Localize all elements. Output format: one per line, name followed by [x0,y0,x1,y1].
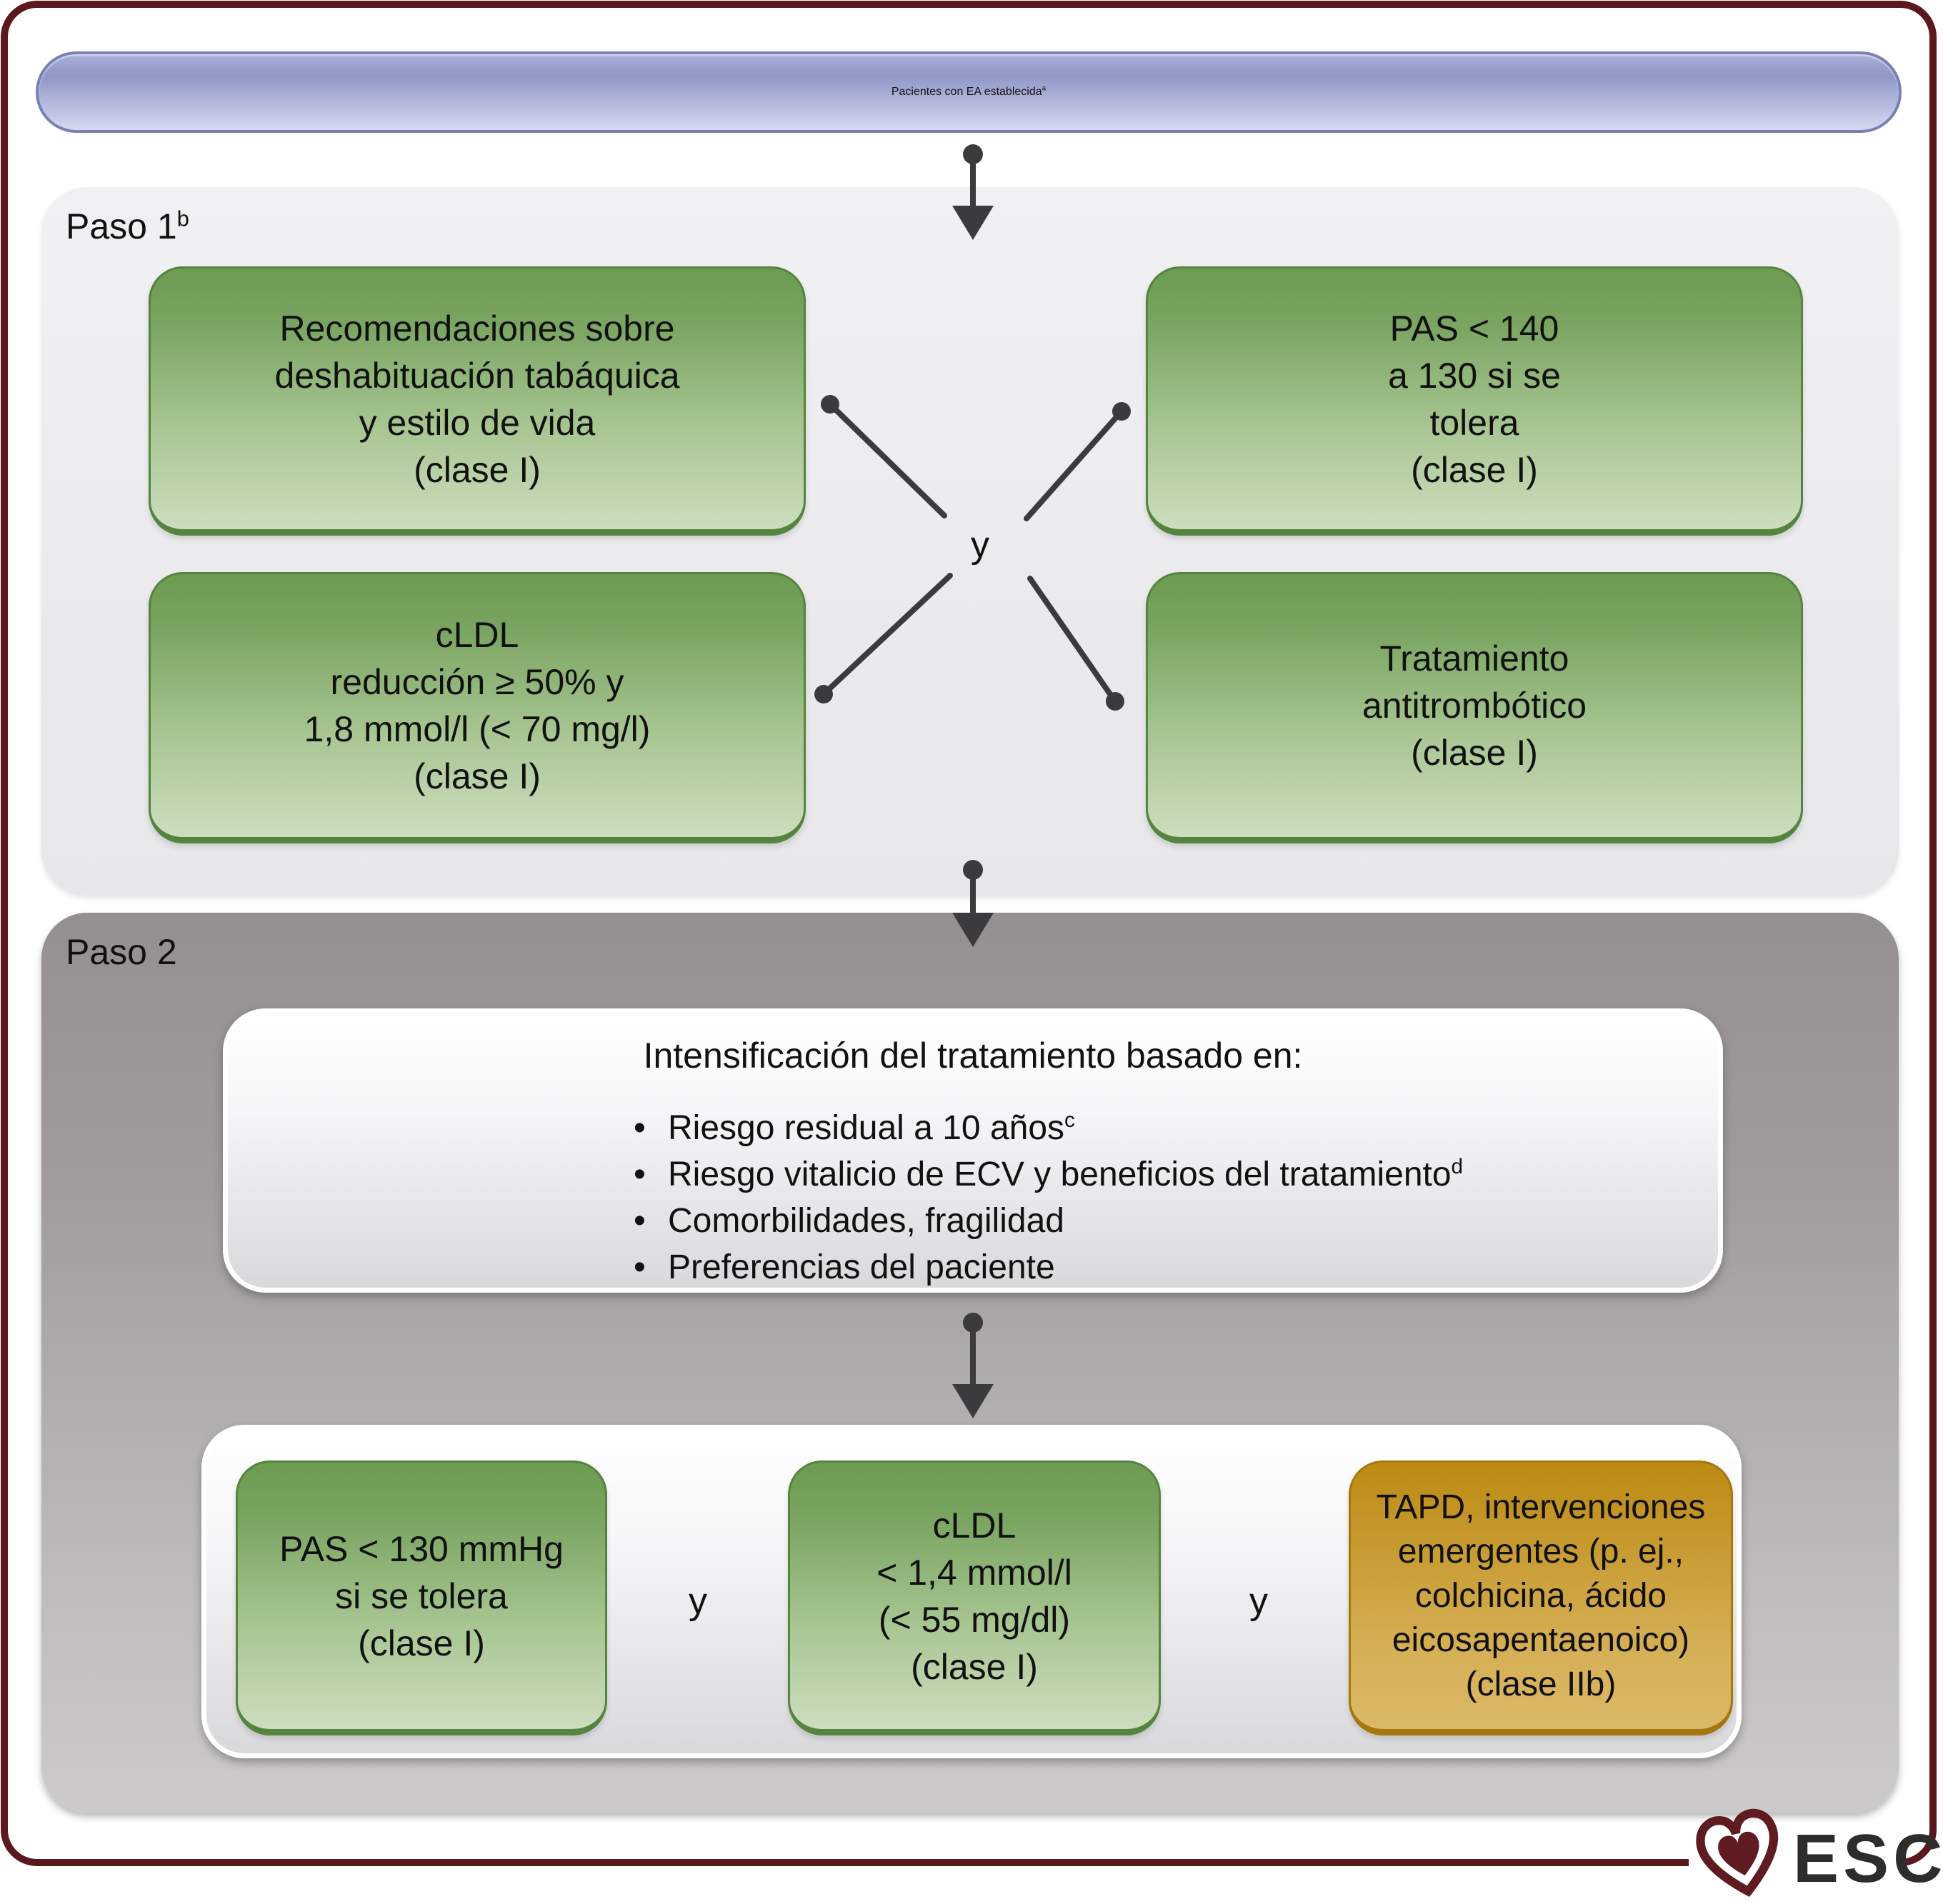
box-ldl-14: cLDL < 1,4 mmol/l (< 55 mg/dl) (clase I) [788,1460,1161,1735]
bullet-lifetime-risk: Riesgo vitalicio de ECV y beneficios del… [628,1151,1718,1198]
bullet-comorbidities-text: Comorbilidades, fragilidad [668,1202,1064,1240]
bullet-patient-preferences: Preferencias del paciente [628,1244,1718,1291]
box-lifestyle-recommendations: Recomendaciones sobre deshabituación tab… [149,266,806,536]
esc-logo-text: ESC [1793,1820,1943,1897]
patients-banner: Pacientes con EA establecidaa [36,51,1902,133]
and-connector-2: y [1249,1580,1268,1622]
and-connector-center: y [971,524,989,566]
box-antithrombotic: Tratamiento antitrombótico (clase I) [1146,572,1803,843]
banner-title: Pacientes con EA establecidaa [891,84,1047,99]
banner-title-sup: a [1042,84,1047,93]
step1-label-text: Paso 1 [66,206,177,246]
bullet-residual-risk: Riesgo residual a 10 añosc [628,1105,1718,1151]
box-pas-130-text: PAS < 130 mmHg si se tolera (clase I) [279,1528,564,1663]
box-lifestyle-text: Recomendaciones sobre deshabituación tab… [274,308,680,490]
box-pas-140-text: PAS < 140 a 130 si se tolera (clase I) [1388,308,1561,490]
banner-title-text: Pacientes con EA establecida [891,86,1042,98]
esc-logo: ESC [1686,1800,1942,1904]
bullet-lifetime-risk-sup: d [1451,1155,1464,1178]
box-pas-140: PAS < 140 a 130 si se tolera (clase I) [1146,266,1803,536]
bullet-lifetime-risk-text: Riesgo vitalicio de ECV y beneficios del… [668,1156,1452,1193]
box-antithrombotic-text: Tratamiento antitrombótico (clase I) [1362,638,1587,773]
intensification-title: Intensificación del tratamiento basado e… [643,1036,1303,1076]
and-connector-1: y [689,1580,707,1622]
box-pas-130: PAS < 130 mmHg si se tolera (clase I) [236,1460,607,1735]
intensification-bullet-list: Riesgo residual a 10 añosc Riesgo vitali… [628,1105,1718,1291]
intensification-box: Intensificación del tratamiento basado e… [223,1008,1723,1293]
bullet-patient-preferences-text: Preferencias del paciente [668,1248,1055,1286]
step1-label-sup: b [176,206,189,231]
bullet-residual-risk-sup: c [1064,1108,1075,1132]
box-ldl-reduction-text: cLDL reducción ≥ 50% y 1,8 mmol/l (< 70 … [304,615,651,796]
heart-icon [1696,1808,1779,1898]
step2-label: Paso 2 [66,932,177,972]
step1-label: Paso 1b [66,206,189,247]
bullet-residual-risk-text: Riesgo residual a 10 años [668,1109,1065,1147]
box-ldl-14-text: cLDL < 1,4 mmol/l (< 55 mg/dl) (clase I) [876,1505,1072,1687]
box-ldl-reduction: cLDL reducción ≥ 50% y 1,8 mmol/l (< 70 … [149,572,806,843]
box-tapd-emerging-text: TAPD, intervenciones emergentes (p. ej.,… [1376,1488,1706,1703]
box-tapd-emerging: TAPD, intervenciones emergentes (p. ej.,… [1349,1460,1733,1735]
bullet-comorbidities: Comorbilidades, fragilidad [628,1198,1718,1244]
